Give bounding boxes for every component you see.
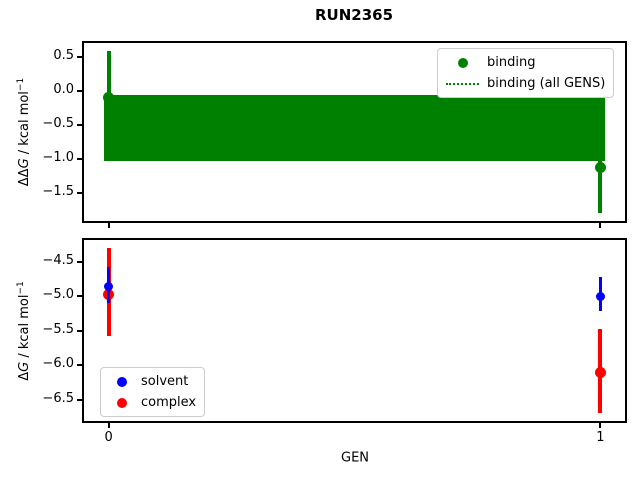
x-tick-label: 1 xyxy=(596,430,605,445)
legend-marker-box xyxy=(109,376,135,387)
y-tick-mark xyxy=(77,55,82,58)
legend-marker-box xyxy=(109,397,135,408)
data-point-binding xyxy=(594,162,606,174)
legend-entry-complex: complex xyxy=(109,394,196,411)
y-tick-mark xyxy=(77,123,82,126)
legend-entry-solvent: solvent xyxy=(109,373,196,390)
y-tick-mark xyxy=(77,192,82,195)
y-tick-label: −1.0 xyxy=(42,149,74,165)
y-tick-mark xyxy=(77,89,82,92)
data-point-solvent xyxy=(595,291,605,301)
errorbar-binding xyxy=(106,51,111,159)
y-tick-mark xyxy=(77,295,82,298)
legend-dg: solvent complex xyxy=(100,367,206,417)
legend-label-binding: binding xyxy=(487,55,536,70)
binding-all-gens-dotted-line-icon xyxy=(446,82,479,85)
data-point-complex xyxy=(594,366,606,378)
y-tick-label: −4.5 xyxy=(42,253,74,269)
x-tick-label: 0 xyxy=(104,430,113,445)
x-axis-label: GEN xyxy=(340,450,370,466)
x-tick-mark xyxy=(107,223,110,228)
x-tick-mark xyxy=(599,223,602,228)
y-tick-label: −6.5 xyxy=(42,390,74,406)
y-tick-label: −0.5 xyxy=(42,115,74,131)
y-tick-label: 0.0 xyxy=(53,81,74,97)
legend-binding: binding binding (all GENS) xyxy=(437,48,615,98)
legend-label-solvent: solvent xyxy=(141,374,189,389)
binding-marker-icon xyxy=(457,57,468,68)
data-point-solvent xyxy=(104,281,114,291)
y-tick-mark xyxy=(77,364,82,367)
complex-marker-icon xyxy=(117,397,127,408)
legend-label-binding-all-gens: binding (all GENS) xyxy=(487,76,606,91)
y-tick-label: 0.5 xyxy=(53,47,74,63)
y-tick-label: −5.0 xyxy=(42,287,74,303)
legend-marker-box xyxy=(446,82,479,85)
x-tick-mark xyxy=(599,423,602,428)
chart-title: RUN2365 xyxy=(314,6,394,24)
confidence-band xyxy=(103,94,606,161)
y-tick-label: −5.5 xyxy=(42,321,74,337)
legend-entry-binding: binding xyxy=(446,54,605,71)
y-tick-mark xyxy=(77,329,82,332)
axes-frame xyxy=(82,41,627,223)
y-tick-mark xyxy=(77,398,82,401)
axes-frame xyxy=(82,238,627,423)
y-tick-mark xyxy=(77,157,82,160)
ylabel-dg-prefix: Δ xyxy=(17,371,33,381)
legend-entry-binding-all-gens: binding (all GENS) xyxy=(446,75,605,92)
y-tick-label: −1.5 xyxy=(42,184,74,200)
data-point-binding xyxy=(103,92,115,104)
legend-marker-box xyxy=(446,57,479,68)
y-tick-mark xyxy=(77,261,82,264)
solvent-marker-icon xyxy=(117,376,127,387)
x-tick-mark xyxy=(107,423,110,428)
legend-label-complex: complex xyxy=(141,395,197,410)
y-tick-label: −6.0 xyxy=(42,356,74,372)
